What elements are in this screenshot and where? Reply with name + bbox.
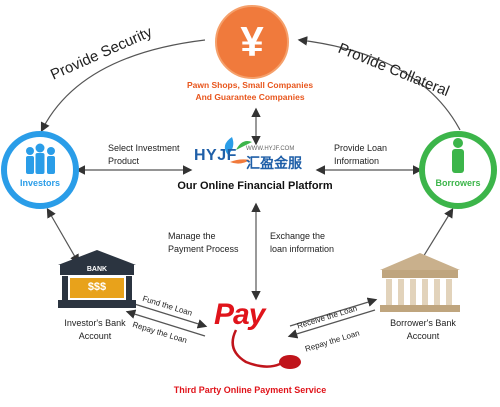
platform-url: WWW.HYJF.COM — [246, 146, 295, 152]
provide-loan-line2: Information — [334, 156, 380, 166]
dollar-sign-icon: $$$ — [87, 281, 107, 293]
top-node-line2: And Guarantee Companies — [195, 92, 305, 102]
third-party-label: Third Party Online Payment Service — [173, 385, 327, 395]
person-icon — [452, 138, 464, 173]
arrow-repay-left — [125, 309, 206, 337]
select-investment-line1: Select Investment — [108, 143, 180, 153]
borrower-bank-building — [380, 253, 460, 312]
yen-icon: ¥ — [240, 18, 264, 65]
top-node-line1: Pawn Shops, Small Companies — [186, 80, 314, 90]
yen-circle — [216, 6, 288, 78]
investor-bank-line1: Investor's Bank — [64, 318, 126, 328]
investor-bank-building — [58, 250, 136, 308]
exchange-loan-line2: loan information — [270, 244, 335, 254]
borrowers-label: Borrowers — [435, 178, 481, 188]
arc-provide-security — [40, 39, 206, 133]
hyjf-logo-mark — [224, 137, 252, 164]
arc-provide-collateral — [297, 36, 461, 131]
manage-payment-line1: Manage the — [168, 231, 216, 241]
arrow-borrowers-bank — [418, 207, 454, 265]
select-investment-line2: Product — [108, 156, 140, 166]
pay-logo: Pay — [214, 298, 265, 331]
investor-bank-line2: Account — [78, 331, 112, 341]
arrow-repay-right — [287, 309, 376, 339]
mouse-cable — [231, 329, 281, 368]
borrower-bank-line2: Account — [406, 331, 440, 341]
bank-word: BANK — [86, 266, 108, 273]
mouse-icon — [279, 355, 301, 369]
exchange-loan-line1: Exchange the — [270, 231, 326, 241]
manage-payment-line2: Payment Process — [168, 244, 239, 254]
arrow-fund-loan — [127, 301, 208, 329]
platform-chinese-name: 汇盈金服 — [246, 155, 302, 171]
arrow-receive-loan — [289, 297, 378, 327]
provide-loan-line1: Provide Loan — [334, 143, 388, 153]
borrower-bank-line1: Borrower's Bank — [390, 318, 456, 328]
people-group-icon — [26, 143, 55, 174]
arrow-investors-bank — [46, 207, 80, 265]
hyjf-logo-text: HYJF — [194, 147, 237, 164]
platform-title: Our Online Financial Platform — [177, 180, 333, 192]
investors-label: Investors — [19, 178, 61, 188]
